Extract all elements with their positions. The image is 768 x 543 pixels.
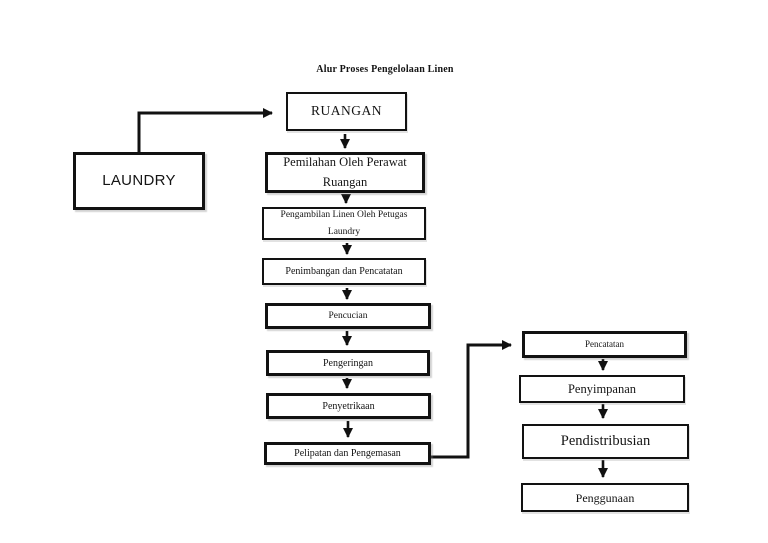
node-penggunaan: Penggunaan xyxy=(521,483,689,512)
connector-pelipatan-to-pencatatan xyxy=(431,340,512,459)
node-laundry: LAUNDRY xyxy=(73,152,205,210)
node-penyimpanan: Penyimpanan xyxy=(519,375,685,403)
node-penggunaan-label: Penggunaan xyxy=(575,490,635,505)
node-pendistribusian-label: Pendistribusian xyxy=(560,432,651,449)
node-pengambilan: Pengambilan Linen Oleh Petugas Laundry xyxy=(262,207,426,240)
node-ruangan-label: RUANGAN xyxy=(311,103,382,119)
node-pencatatan: Pencatatan xyxy=(522,331,687,358)
node-pengambilan-label: Pengambilan Linen Oleh Petugas Laundry xyxy=(280,210,408,237)
node-pencucian: Pencucian xyxy=(265,303,431,329)
node-pemilahan-label: Pemilahan Oleh Perawat Ruangan xyxy=(283,155,407,189)
node-pencucian-label: Pencucian xyxy=(328,310,368,321)
node-pencatatan-label: Pencatatan xyxy=(585,338,624,349)
node-pemilahan: Pemilahan Oleh Perawat Ruangan xyxy=(265,152,425,193)
node-pelipatan-label: Pelipatan dan Pengemasan xyxy=(294,448,401,459)
node-pengeringan: Pengeringan xyxy=(266,350,430,376)
node-penyetrikaan: Penyetrikaan xyxy=(266,393,431,419)
connector-laundry-to-ruangan xyxy=(137,108,273,152)
node-laundry-label: LAUNDRY xyxy=(102,171,176,189)
node-pelipatan: Pelipatan dan Pengemasan xyxy=(264,442,431,465)
diagram-title: Alur Proses Pengelolaan Linen xyxy=(316,64,454,75)
node-penimbangan-label: Penimbangan dan Pencatatan xyxy=(285,266,403,277)
node-pengeringan-label: Pengeringan xyxy=(323,357,373,369)
node-ruangan: RUANGAN xyxy=(286,92,407,131)
node-pendistribusian: Pendistribusian xyxy=(522,424,689,459)
node-penyimpanan-label: Penyimpanan xyxy=(567,381,637,396)
node-penyetrikaan-label: Penyetrikaan xyxy=(322,400,375,412)
node-penimbangan: Penimbangan dan Pencatatan xyxy=(262,258,426,285)
